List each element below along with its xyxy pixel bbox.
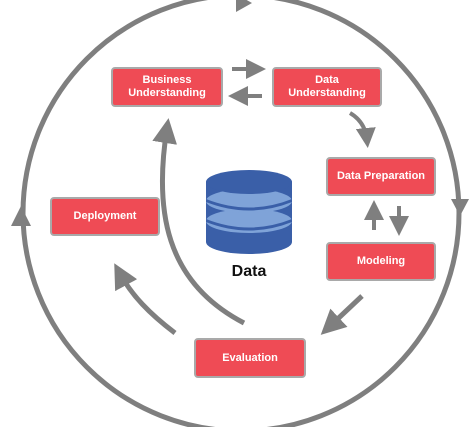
evaluation-label: Evaluation: [222, 351, 278, 364]
deployment-box: Deployment: [50, 197, 160, 236]
data-understanding-to-preparation-arrow: [348, 111, 376, 148]
database-icon: [206, 170, 292, 254]
data-preparation-label: Data Preparation: [336, 170, 426, 182]
data-preparation-box: Data Preparation: [326, 157, 436, 196]
modeling-label: Modeling: [356, 255, 406, 267]
outer-ring-arrowhead-right: [451, 199, 469, 216]
modeling-box: Modeling: [326, 242, 436, 281]
data-understanding-label-line2: Understanding: [288, 87, 366, 99]
evaluation-box: Evaluation: [194, 338, 306, 378]
outer-ring-arrowhead-top: [236, 0, 252, 12]
data-understanding-box: Data Understanding: [272, 67, 382, 107]
business-understanding-label-line1: Business: [142, 74, 192, 86]
data-understanding-label-line1: Data: [315, 74, 339, 86]
inner-cycle-arrow: [152, 118, 246, 326]
data-center-label: Data: [231, 263, 267, 280]
modeling-to-evaluation-arrow: [320, 294, 364, 335]
business-understanding-label-line2: Understanding: [128, 87, 206, 99]
outer-ring-arrowhead-left: [11, 206, 31, 226]
business-understanding-box: Business Understanding: [111, 67, 223, 107]
evaluation-to-deployment-arrow: [114, 263, 177, 335]
deployment-label: Deployment: [73, 210, 137, 222]
